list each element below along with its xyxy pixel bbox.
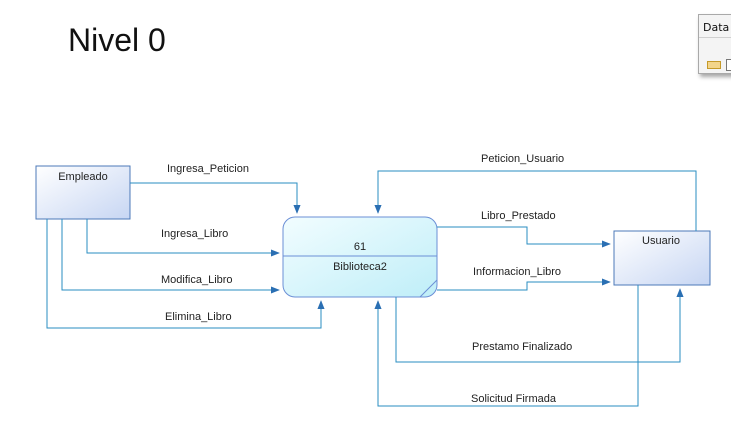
flow-label-ingresa-libro: Ingresa_Libro	[161, 228, 228, 240]
process-name: Biblioteca2	[333, 261, 387, 273]
flow-solicitud-firmada-line[interactable]	[374, 285, 639, 407]
process-box[interactable]	[282, 216, 438, 298]
page-title: Nivel 0	[68, 22, 166, 58]
process-corner-mark	[419, 279, 438, 298]
flow-informacion-libro-line[interactable]	[437, 278, 611, 291]
flow-label-ingresa-peticion: Ingresa_Peticion	[167, 163, 249, 175]
flow-label-solicitud-firmada: Solicitud Firmada	[471, 393, 557, 405]
entity-empleado[interactable]: Empleado	[35, 165, 131, 220]
entity-empleado-label: Empleado	[58, 171, 108, 183]
process-biblioteca2[interactable]: 61 Biblioteca2	[282, 216, 438, 298]
store-swatch-icon[interactable]	[726, 59, 731, 71]
data-flow-legend-panel[interactable]: Data F	[698, 14, 731, 74]
entity-empleado-box[interactable]	[35, 165, 131, 220]
legend-divider	[699, 37, 731, 38]
entity-usuario-box[interactable]	[613, 230, 711, 286]
flow-modifica-libro-line[interactable]	[61, 219, 280, 294]
flow-ingresa-peticion-line[interactable]	[130, 182, 301, 214]
flow-label-peticion-usuario: Peticion_Usuario	[481, 153, 564, 165]
process-number: 61	[354, 241, 366, 253]
flow-peticion-usuario-line[interactable]	[374, 170, 697, 231]
flow-libro-prestado-line[interactable]	[437, 226, 611, 248]
entity-swatch-icon[interactable]	[707, 61, 721, 69]
entity-usuario-label: Usuario	[642, 235, 680, 247]
flow-prestamo-finalizado-line[interactable]	[395, 288, 684, 363]
flow-label-elimina-libro: Elimina_Libro	[165, 311, 232, 323]
flow-label-libro-prestado: Libro_Prestado	[481, 210, 556, 222]
flow-elimina-libro-line[interactable]	[46, 219, 325, 329]
flow-label-modifica-libro: Modifica_Libro	[161, 274, 233, 286]
flow-ingresa-libro-line[interactable]	[86, 219, 280, 257]
legend-header: Data F	[703, 21, 731, 34]
entity-usuario[interactable]: Usuario	[613, 230, 711, 286]
flow-label-prestamo-finalizado: Prestamo Finalizado	[472, 341, 572, 353]
flow-label-informacion-libro: Informacion_Libro	[473, 266, 561, 278]
